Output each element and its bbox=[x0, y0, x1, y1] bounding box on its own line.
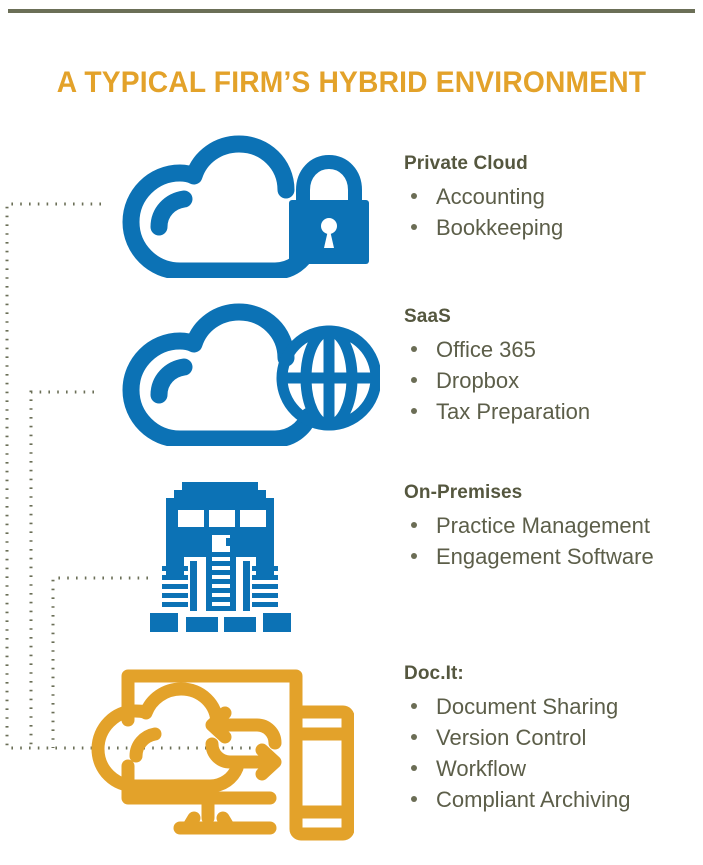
list-item: Accounting bbox=[404, 181, 563, 212]
on-premises-text: On-Premises Practice Management Engageme… bbox=[404, 482, 654, 572]
list-item-label: Dropbox bbox=[436, 368, 520, 393]
bullet-icon bbox=[411, 224, 417, 230]
section-list-saas: Office 365 Dropbox Tax Preparation bbox=[404, 334, 590, 427]
list-item: Engagement Software bbox=[404, 541, 654, 572]
list-item: Compliant Archiving bbox=[404, 784, 630, 815]
cloud-lock-icon bbox=[108, 128, 370, 278]
globe-glyph bbox=[276, 325, 380, 431]
section-heading-saas: SaaS bbox=[404, 306, 451, 327]
list-item-label: Practice Management bbox=[436, 513, 650, 538]
list-item-label: Accounting bbox=[436, 184, 545, 209]
saas-text: SaaS Office 365 Dropbox Tax Preparation bbox=[404, 306, 590, 427]
cloud-globe-icon bbox=[108, 296, 380, 446]
section-heading-private-cloud: Private Cloud bbox=[404, 153, 528, 174]
bullet-icon bbox=[411, 796, 417, 802]
top-divider-rule bbox=[8, 9, 695, 13]
doc-it-text: Doc.It: Document Sharing Version Control… bbox=[404, 663, 630, 815]
list-item: Practice Management bbox=[404, 510, 654, 541]
bullet-icon bbox=[411, 553, 417, 559]
list-item-label: Engagement Software bbox=[436, 544, 654, 569]
bullet-icon bbox=[411, 377, 417, 383]
list-item-label: Tax Preparation bbox=[436, 399, 591, 424]
list-item-label: Bookkeeping bbox=[436, 215, 564, 240]
server-building-icon bbox=[130, 462, 310, 632]
section-list-doc-it: Document Sharing Version Control Workflo… bbox=[404, 691, 630, 815]
list-item-label: Version Control bbox=[436, 725, 587, 750]
bullet-icon bbox=[411, 734, 417, 740]
list-item-label: Document Sharing bbox=[436, 694, 619, 719]
section-heading-doc-it: Doc.It: bbox=[404, 663, 464, 684]
list-item: Version Control bbox=[404, 722, 630, 753]
bullet-icon bbox=[411, 703, 417, 709]
list-item: Tax Preparation bbox=[404, 396, 590, 427]
list-item-label: Compliant Archiving bbox=[436, 787, 631, 812]
bullet-icon bbox=[411, 193, 417, 199]
section-list-on-premises: Practice Management Engagement Software bbox=[404, 510, 654, 572]
list-item-label: Workflow bbox=[436, 756, 527, 781]
bullet-icon bbox=[411, 408, 417, 414]
list-item-label: Office 365 bbox=[436, 337, 536, 362]
list-item: Bookkeeping bbox=[404, 212, 563, 243]
bullet-icon bbox=[411, 346, 417, 352]
section-list-private-cloud: Accounting Bookkeeping bbox=[404, 181, 563, 243]
list-item: Dropbox bbox=[404, 365, 590, 396]
lock-glyph bbox=[289, 154, 369, 264]
list-item: Office 365 bbox=[404, 334, 590, 365]
bullet-icon bbox=[411, 522, 417, 528]
page-title: A TYPICAL FIRM’S HYBRID ENVIRONMENT bbox=[56, 66, 647, 99]
list-item: Workflow bbox=[404, 753, 630, 784]
cloud-sync-devices-icon bbox=[84, 650, 354, 845]
bullet-icon bbox=[411, 765, 417, 771]
private-cloud-text: Private Cloud Accounting Bookkeeping bbox=[404, 153, 563, 243]
list-item: Document Sharing bbox=[404, 691, 630, 722]
section-heading-on-premises: On-Premises bbox=[404, 482, 523, 503]
